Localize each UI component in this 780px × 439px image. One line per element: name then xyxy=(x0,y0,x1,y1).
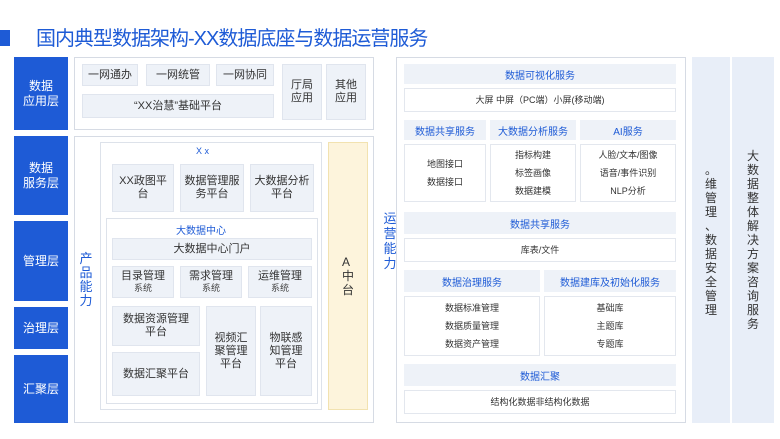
app-item-other: 其他 应用 xyxy=(326,64,366,120)
ops-capability-label: 运 营 能 力 xyxy=(383,211,397,271)
layer-governance: 治理层 xyxy=(14,307,68,349)
page-title: 国内典型数据架构-XX数据底座与数据运营服务 xyxy=(36,28,428,50)
layer-label: 数据 服务层 xyxy=(22,160,59,190)
collection-service-body: 结构化数据非结构化数据 xyxy=(404,390,676,414)
data-management-service-platform: 数据管理服 务平台 xyxy=(180,164,244,212)
bigdata-consulting-bar: 大 数 据 整 体 解 决 方 案 咨 询 服 务 xyxy=(732,57,774,423)
gov-item-standard: 数据标准管理 xyxy=(444,303,499,313)
data-resource-management-platform: 数据资源管理 平台 xyxy=(112,306,200,346)
bigdata-analysis-platform: 大数据分析 平台 xyxy=(250,164,314,212)
share2-service-body: 库表/文件 xyxy=(404,238,676,262)
app-item-yiwangtongguan: 一网统管 xyxy=(146,64,210,86)
ai-service-list: 人脸/文本/图像 语音/事件识别 NLP分析 xyxy=(580,144,676,202)
analysis-item-tags: 标签画像 xyxy=(514,168,551,178)
app-item-yiwangxietong: 一网协同 xyxy=(216,64,274,86)
share2-service-title: 数据共享服务 xyxy=(404,212,676,234)
data-collection-platform: 数据汇聚平台 xyxy=(112,352,200,396)
visualization-service-title: 数据可视化服务 xyxy=(404,64,676,84)
ai-item-speech: 语音/事件识别 xyxy=(599,168,657,178)
title-accent-bar xyxy=(0,30,10,46)
xx-platform: “XX治慧”基础平台 xyxy=(82,94,274,118)
layer-label: 管理层 xyxy=(22,253,59,268)
app-item-yiwangtongban: 一网通办 xyxy=(82,64,138,86)
ai-middle-platform: A 中 台 xyxy=(328,142,368,410)
gov-item-quality: 数据质量管理 xyxy=(444,321,499,331)
layer-label: 数据 应用层 xyxy=(22,78,59,108)
bigdata-center-title: 大数据中心 xyxy=(176,226,226,237)
build-service-list: 基础库 主题库 专题库 xyxy=(544,296,676,356)
layer-management: 管理层 xyxy=(14,221,68,301)
build-service-title: 数据建库及初始化服务 xyxy=(544,270,676,292)
analysis-item-modeling: 数据建模 xyxy=(514,186,551,196)
layer-collection: 汇聚层 xyxy=(14,355,68,423)
layer-service: 数据 服务层 xyxy=(14,136,68,215)
build-item-theme: 主题库 xyxy=(596,321,624,331)
demand-management-system: 需求管理系统 xyxy=(180,266,242,298)
ai-service-title: AI服务 xyxy=(580,120,676,140)
xx-gis-platform: XX政图平 台 xyxy=(112,164,174,212)
build-item-base: 基础库 xyxy=(596,303,624,313)
app-item-tingju: 厅局 应用 xyxy=(282,64,322,120)
analysis-item-metrics: 指标构建 xyxy=(514,150,551,160)
layer-label: 汇聚层 xyxy=(22,381,59,396)
video-collection-management-platform: 视频汇 聚管理 平台 xyxy=(206,306,256,396)
iot-management-platform: 物联感 知管理 平台 xyxy=(260,306,312,396)
layer-label: 治理层 xyxy=(22,320,59,335)
analysis-service-title: 大数据分析服务 xyxy=(490,120,576,140)
xx-label: X x xyxy=(196,146,210,156)
share-service-list: 地图接口 数据接口 xyxy=(404,144,486,202)
build-item-special: 专题库 xyxy=(596,339,624,349)
catalog-management-system: 目录管理系统 xyxy=(112,266,174,298)
governance-service-title: 数据治理服务 xyxy=(404,270,540,292)
share-item-data-api: 数据接口 xyxy=(426,177,463,187)
collection-service-title: 数据汇聚 xyxy=(404,364,676,386)
layer-app: 数据 应用层 xyxy=(14,57,68,130)
share-item-map-api: 地图接口 xyxy=(426,159,463,169)
product-capability-label: 产 品 能 力 xyxy=(79,251,93,308)
ops-management-system: 运维管理系统 xyxy=(248,266,312,298)
governance-service-list: 数据标准管理 数据质量管理 数据资产管理 xyxy=(404,296,540,356)
ops-security-management-bar: 。 维 管 理 、 数 据 安 全 管 理 xyxy=(692,57,730,423)
ai-item-vision: 人脸/文本/图像 xyxy=(598,150,658,160)
visualization-service-body: 大屏 中屏（PC端）小屏(移动端) xyxy=(404,88,676,112)
share-service-title: 数据共享服务 xyxy=(404,120,486,140)
gov-item-asset: 数据资产管理 xyxy=(444,339,499,349)
bigdata-center-portal: 大数据中心门户 xyxy=(112,238,312,260)
ai-item-nlp: NLP分析 xyxy=(610,186,646,196)
analysis-service-list: 指标构建 标签画像 数据建模 xyxy=(490,144,576,202)
